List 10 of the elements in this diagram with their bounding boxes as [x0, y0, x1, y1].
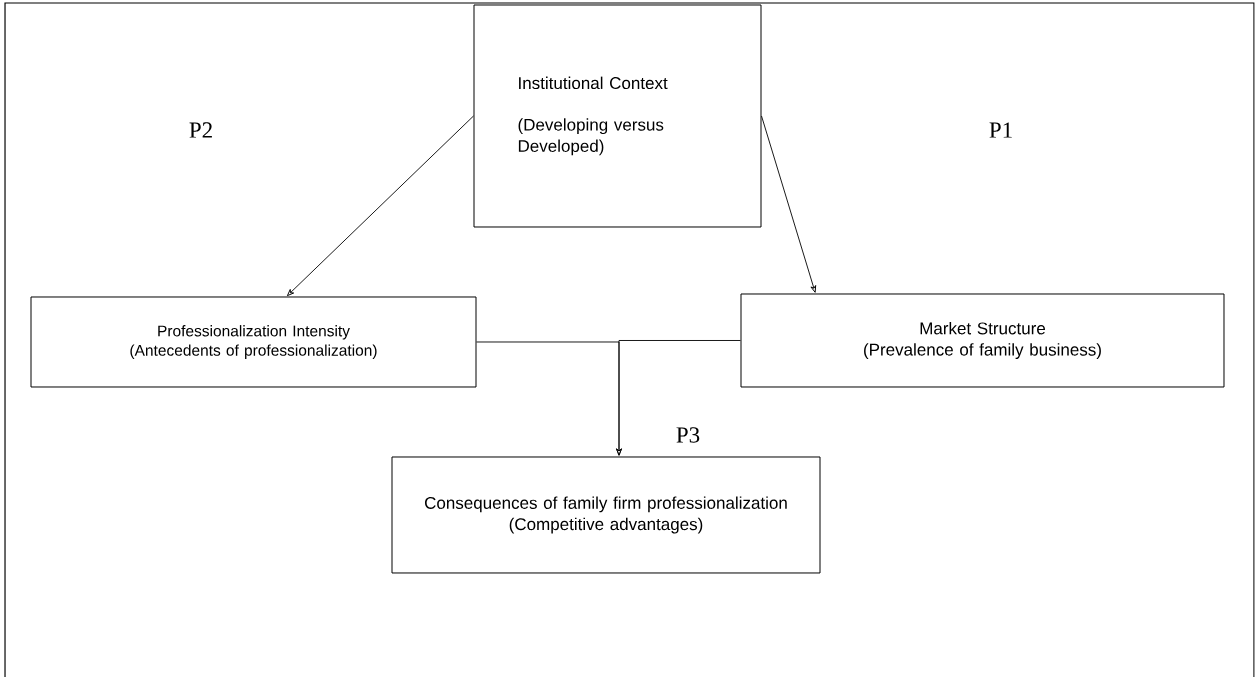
process-box: Market Structure (Prevalence of family business): [740, 293, 1225, 388]
proposition-label: P2: [189, 122, 212, 138]
arrow: [286, 115, 474, 297]
process-box: Consequences of family firm professionalization (Competitive advantages): [391, 456, 821, 574]
arrow: [616, 340, 741, 456]
process-box: Institutional Context (Developing versus Developed): [473, 4, 762, 228]
process-box: Professionalization Intensity (Antecedents of professionalization): [30, 296, 477, 388]
proposition-label: P1: [989, 122, 1012, 138]
arrow: [761, 115, 817, 293]
edge-label: P3: [676, 427, 700, 443]
